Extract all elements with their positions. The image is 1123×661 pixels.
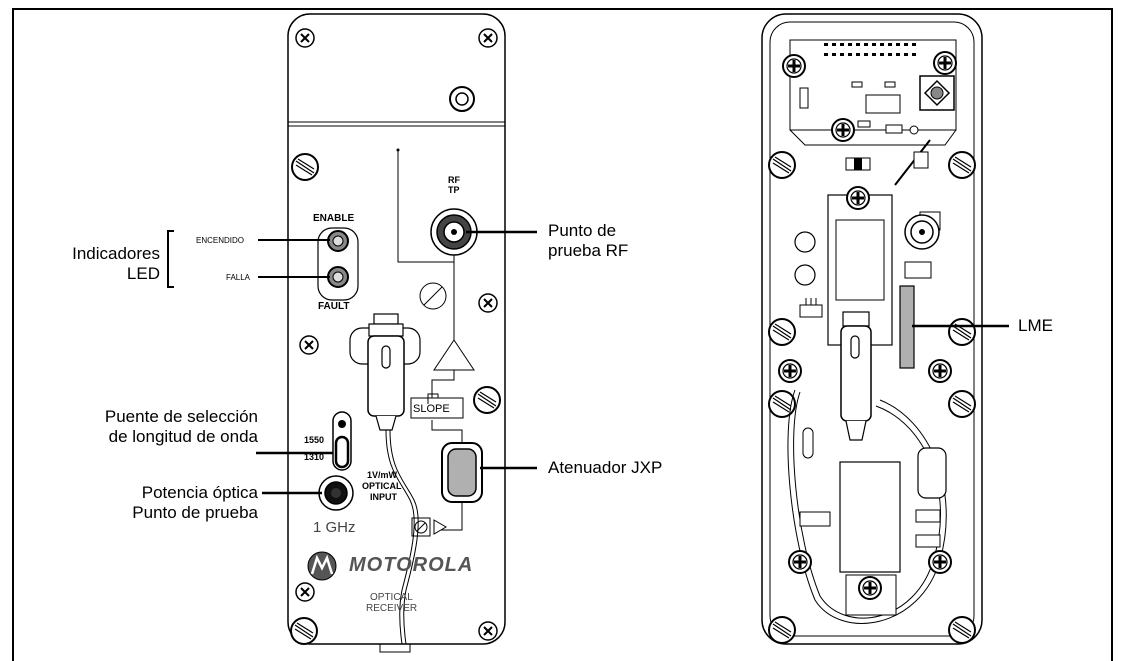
label-1310: 1310	[304, 452, 325, 462]
ghz-label: 1 GHz	[313, 519, 356, 536]
figure-frame	[12, 8, 1113, 661]
rf-label: RF	[448, 175, 460, 185]
rf-callout-line1: Punto de	[548, 221, 617, 240]
led-callout-line2: LED	[126, 264, 160, 283]
optical-input-line1: 1V/mW	[367, 470, 398, 480]
receiver-line1: OPTICAL	[370, 592, 413, 603]
led-callout-line1: Indicadores	[72, 244, 160, 263]
encendido-label: ENCENDIDO	[196, 236, 245, 245]
wavelength-callout-line1: Puente de selección	[104, 407, 258, 426]
lme-callout: LME	[1018, 316, 1053, 335]
inside-panel	[761, 13, 983, 645]
enable-label: ENABLE	[313, 213, 355, 224]
brand-logo-text: MOTOROLA	[349, 554, 474, 576]
rf-callout-line2: prueba RF	[548, 241, 629, 260]
optical-input-line2: OPTICAL	[362, 481, 402, 491]
falla-label: FALLA	[226, 273, 251, 282]
receiver-line2: RECEIVER	[366, 603, 418, 614]
optical-input-line3: INPUT	[370, 492, 397, 502]
optical-callout-line2: Punto de prueba	[132, 503, 258, 522]
jxp-callout: Atenuador JXP	[548, 458, 663, 477]
optical-callout-line1: Potencia óptica	[141, 483, 258, 502]
wavelength-callout-line2: de longitud de onda	[108, 427, 258, 446]
fault-label: FAULT	[318, 301, 350, 312]
callout-lines	[167, 230, 1009, 495]
slope-label: SLOPE	[413, 403, 450, 415]
label-1550: 1550	[304, 435, 325, 445]
tp-label: TP	[448, 185, 460, 195]
